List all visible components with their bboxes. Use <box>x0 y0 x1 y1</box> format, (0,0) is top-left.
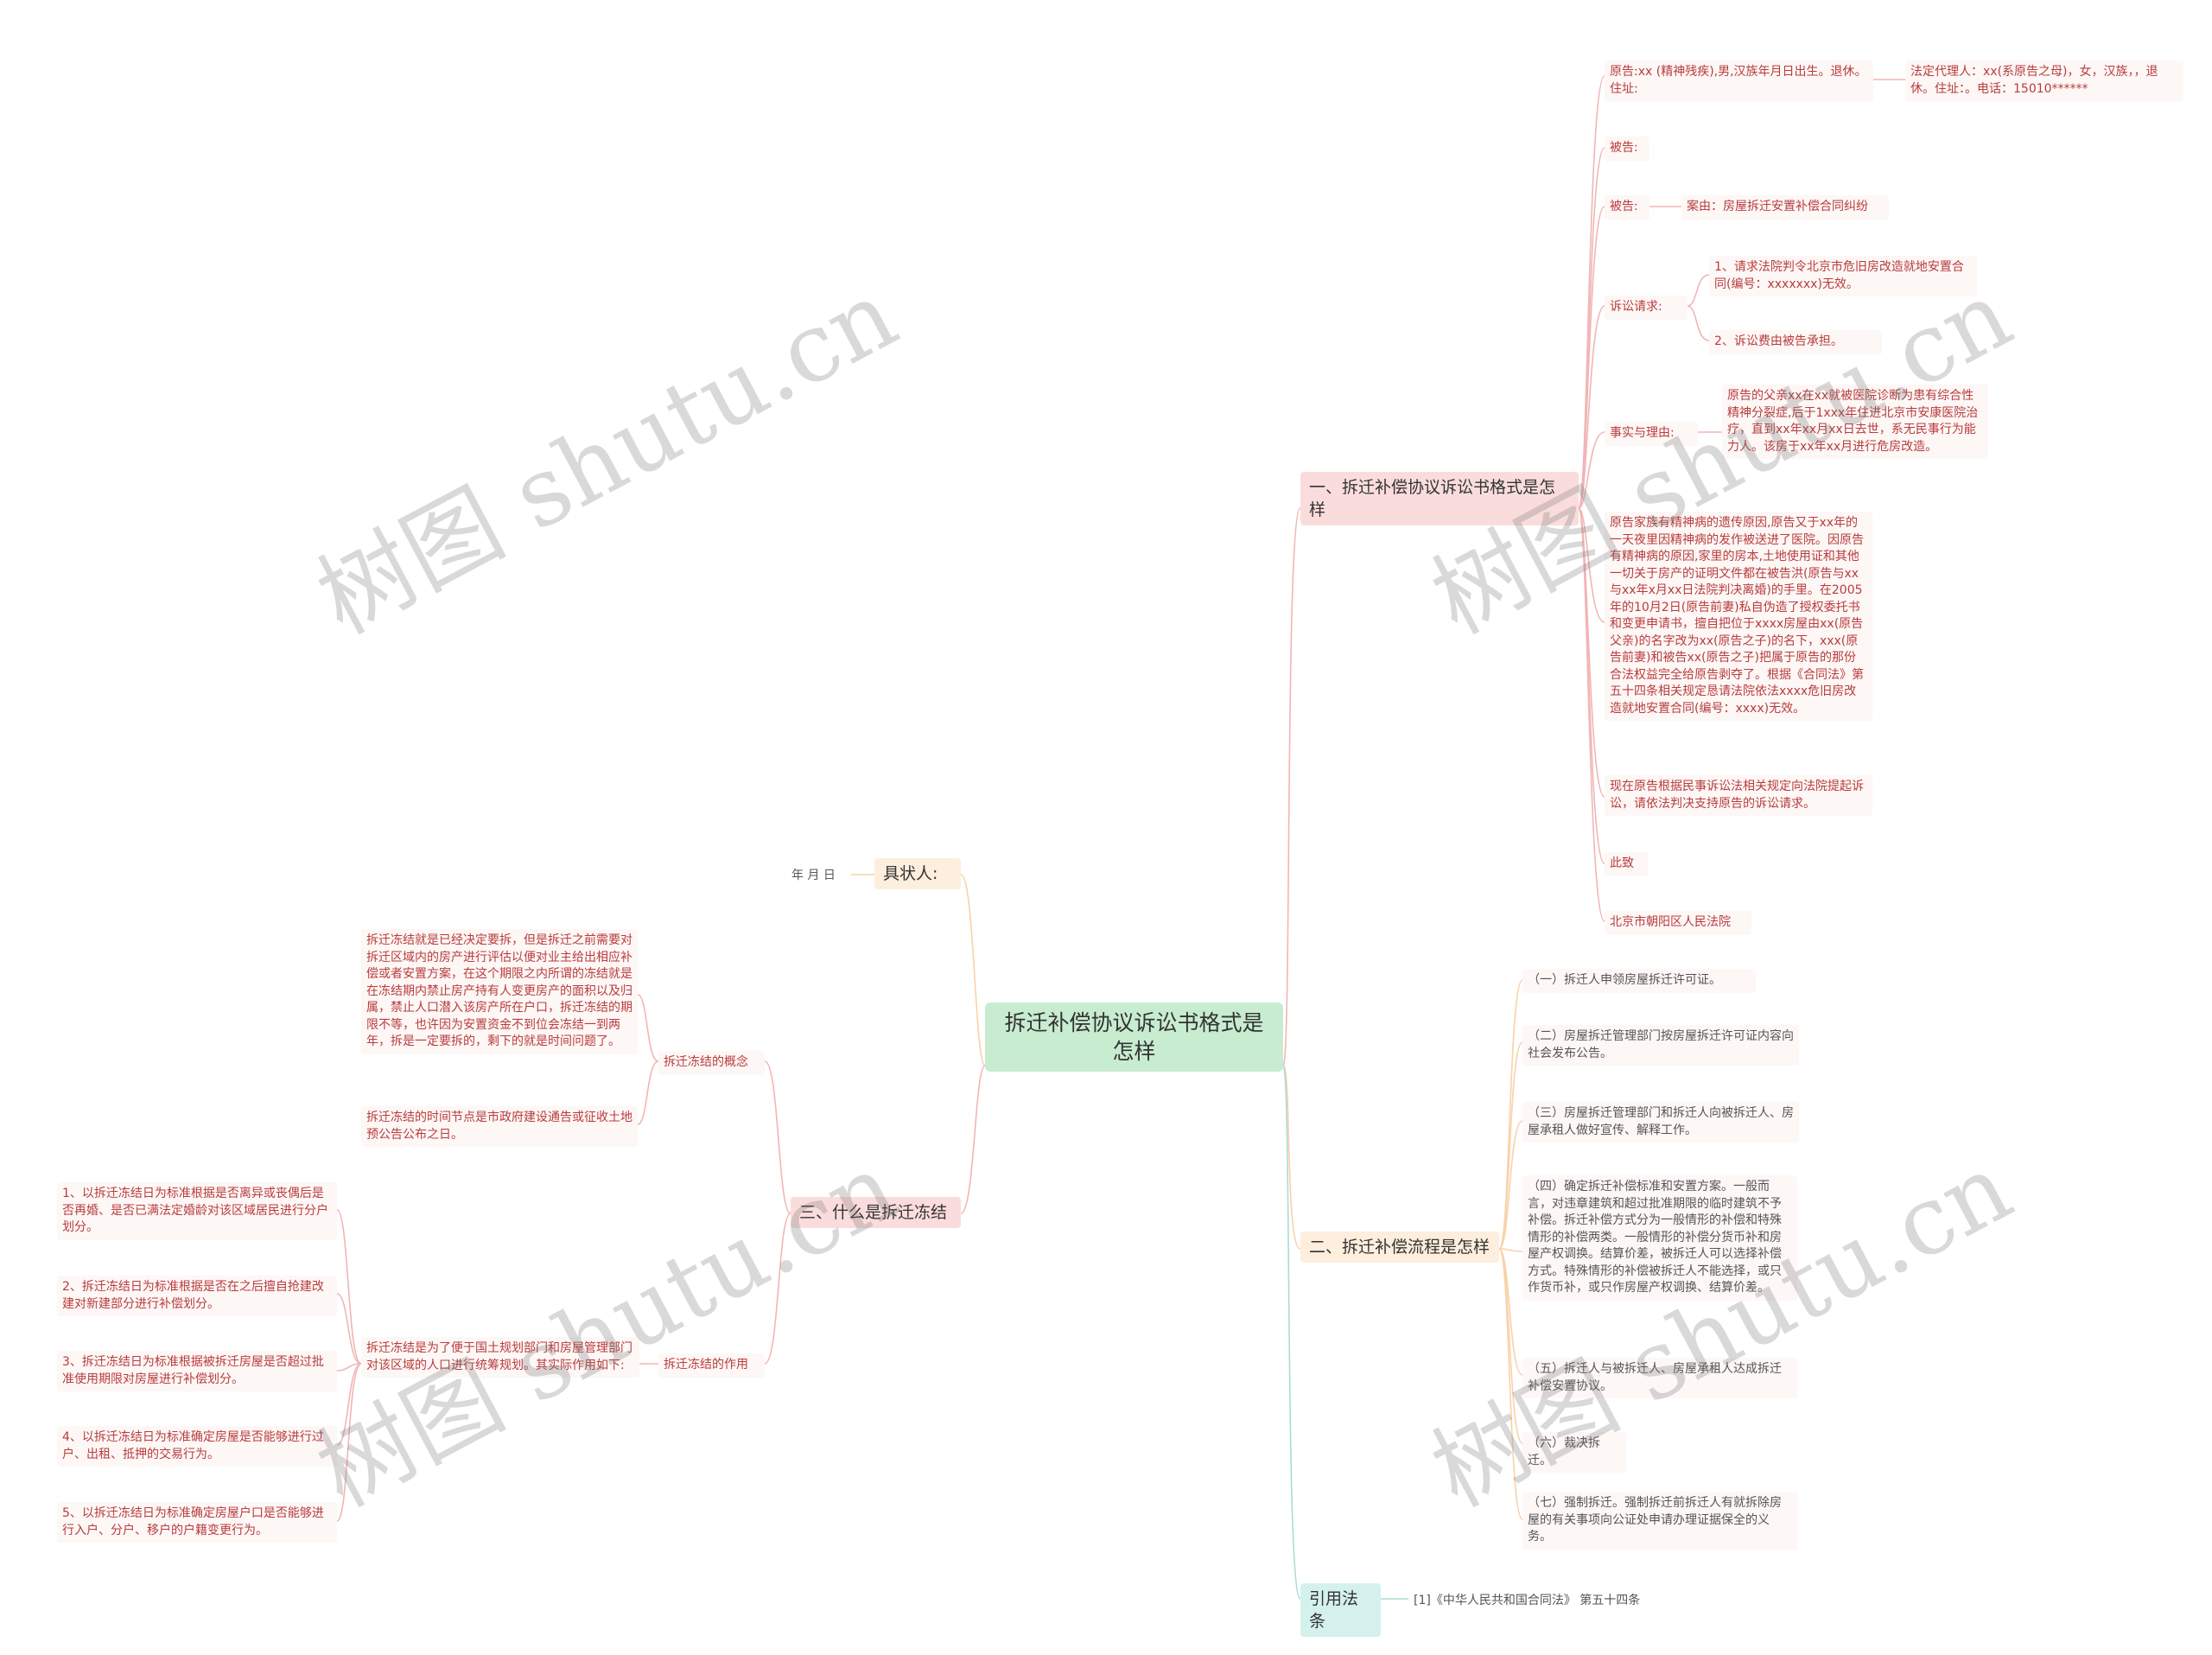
leaf-facts-label[interactable]: 事实与理由: <box>1605 422 1698 446</box>
branch-demolition-freeze-title: 三、什么是拆迁冻结 <box>799 1203 948 1222</box>
leaf-agent[interactable]: 法定代理人：xx(系原告之母)，女，汉族，，退休。住址：。电话：15010***… <box>1905 60 2183 101</box>
step-5-text: （五）拆迁人与被拆迁人、房屋承租人达成拆迁补偿安置协议。 <box>1528 1362 1782 1393</box>
leaf-long-facts-text: 原告家族有精神病的遗传原因,原告又于xx年的一天夜里因精神病的发作被送进了医院。… <box>1610 516 1864 716</box>
step-7-text: （七）强制拆迁。强制拆迁前拆迁人有就拆除房屋的有关事项向公证处申请办理证据保全的… <box>1528 1496 1782 1544</box>
leaf-facts[interactable]: 原告的父亲xx在xx就被医院诊断为患有综合性精神分裂症,后于1xxx年住进北京市… <box>1722 385 1988 459</box>
leaf-court-text: 北京市朝阳区人民法院 <box>1610 915 1731 929</box>
leaf-claim-2[interactable]: 2、诉讼费由被告承担。 <box>1709 330 1882 354</box>
leaf-claim-2-text: 2、诉讼费由被告承担。 <box>1714 334 1843 348</box>
step-1[interactable]: （一）拆迁人申领房屋拆迁许可证。 <box>1522 969 1756 993</box>
leaf-plaintiff[interactable]: 原告:xx (精神残疾),男,汉族年月日出生。退休。住址: <box>1605 60 1873 101</box>
leaf-defendant-2[interactable]: 被告: <box>1605 195 1649 220</box>
branch-compensation-process-title: 二、拆迁补偿流程是怎样 <box>1309 1238 1491 1257</box>
step-5[interactable]: （五）拆迁人与被拆迁人、房屋承租人达成拆迁补偿安置协议。 <box>1522 1358 1797 1398</box>
branch-petitioner-title: 具状人: <box>883 864 938 883</box>
leaf-freeze-effect-2[interactable]: 2、拆迁冻结日为标准根据是否在之后擅自抢建改建对新建部分进行补偿划分。 <box>57 1276 337 1316</box>
leaf-freeze-effect-4-text: 4、以拆迁冻结日为标准确定房屋是否能够进行过户、出租、抵押的交易行为。 <box>62 1430 324 1461</box>
branch-cited-law-title: 引用法条 <box>1309 1589 1359 1631</box>
leaf-salute-text: 此致 <box>1610 856 1634 870</box>
leaf-freeze-effect-2-text: 2、拆迁冻结日为标准根据是否在之后擅自抢建改建对新建部分进行补偿划分。 <box>62 1280 324 1311</box>
leaf-freeze-concept-label[interactable]: 拆迁冻结的概念 <box>658 1051 765 1075</box>
leaf-freeze-concept-1[interactable]: 拆迁冻结就是已经决定要拆，但是拆迁之前需要对拆迁区域内的房产进行评估以便对业主给… <box>361 929 638 1054</box>
leaf-cited-law[interactable]: [1]《中华人民共和国合同法》 第五十四条 <box>1408 1589 1676 1614</box>
leaf-case[interactable]: 案由：房屋拆迁安置补偿合同纠纷 <box>1681 195 1889 220</box>
leaf-defendant-1[interactable]: 被告: <box>1605 137 1649 161</box>
leaf-freeze-effect-5-text: 5、以拆迁冻结日为标准确定房屋户口是否能够进行入户、分户、移户的户籍变更行为。 <box>62 1506 324 1537</box>
leaf-court[interactable]: 北京市朝阳区人民法院 <box>1605 911 1751 935</box>
leaf-freeze-effect-1[interactable]: 1、以拆迁冻结日为标准根据是否离异或丧偶后是否再婚、是否已满法定婚龄对该区域居民… <box>57 1182 337 1240</box>
step-3-text: （三）房屋拆迁管理部门和拆迁人向被拆迁人、房屋承租人做好宣传、解释工作。 <box>1528 1106 1794 1137</box>
leaf-date-text: 年 月 日 <box>791 869 836 882</box>
leaf-agent-text: 法定代理人：xx(系原告之母)，女，汉族，，退休。住址：。电话：15010***… <box>1910 65 2158 96</box>
leaf-date[interactable]: 年 月 日 <box>786 864 851 888</box>
leaf-plaintiff-text: 原告:xx (精神残疾),男,汉族年月日出生。退休。住址: <box>1610 65 1867 96</box>
leaf-freeze-effect-3[interactable]: 3、拆迁冻结日为标准根据被拆迁房屋是否超过批准使用期限对房屋进行补偿划分。 <box>57 1351 337 1391</box>
branch-lawsuit-format[interactable]: 一、拆迁补偿协议诉讼书格式是怎样 <box>1300 472 1579 525</box>
leaf-claim-1-text: 1、请求法院判令北京市危旧房改造就地安置合同(编号：xxxxxxx)无效。 <box>1714 260 1964 291</box>
leaf-freeze-effect-4[interactable]: 4、以拆迁冻结日为标准确定房屋是否能够进行过户、出租、抵押的交易行为。 <box>57 1426 337 1467</box>
branch-compensation-process[interactable]: 二、拆迁补偿流程是怎样 <box>1300 1232 1499 1263</box>
leaf-freeze-effect-label-text: 拆迁冻结的作用 <box>664 1358 748 1372</box>
leaf-request[interactable]: 现在原告根据民事诉讼法相关规定向法院提起诉讼，请依法判决支持原告的诉讼请求。 <box>1605 775 1872 816</box>
leaf-freeze-concept-label-text: 拆迁冻结的概念 <box>664 1055 748 1069</box>
leaf-freeze-effect-5[interactable]: 5、以拆迁冻结日为标准确定房屋户口是否能够进行入户、分户、移户的户籍变更行为。 <box>57 1502 337 1543</box>
leaf-claims-label-text: 诉讼请求: <box>1610 300 1662 314</box>
leaf-freeze-effect-1-text: 1、以拆迁冻结日为标准根据是否离异或丧偶后是否再婚、是否已满法定婚龄对该区域居民… <box>62 1187 328 1234</box>
step-2[interactable]: （二）房屋拆迁管理部门按房屋拆迁许可证内容向社会发布公告。 <box>1522 1025 1799 1066</box>
leaf-claims-label[interactable]: 诉讼请求: <box>1605 296 1688 320</box>
step-6-text: （六）裁决拆迁。 <box>1528 1436 1600 1467</box>
leaf-case-text: 案由：房屋拆迁安置补偿合同纠纷 <box>1687 200 1868 213</box>
leaf-facts-text: 原告的父亲xx在xx就被医院诊断为患有综合性精神分裂症,后于1xxx年住进北京市… <box>1727 389 1979 454</box>
leaf-freeze-effect-3-text: 3、拆迁冻结日为标准根据被拆迁房屋是否超过批准使用期限对房屋进行补偿划分。 <box>62 1355 324 1386</box>
branch-petitioner[interactable]: 具状人: <box>874 858 961 889</box>
leaf-freeze-effect-label[interactable]: 拆迁冻结的作用 <box>658 1353 765 1378</box>
branch-lawsuit-format-title: 一、拆迁补偿协议诉讼书格式是怎样 <box>1309 478 1556 519</box>
step-4[interactable]: （四）确定拆迁补偿标准和安置方案。一般而言，对违章建筑和超过批准期限的临时建筑不… <box>1522 1175 1797 1301</box>
leaf-freeze-concept-1-text: 拆迁冻结就是已经决定要拆，但是拆迁之前需要对拆迁区域内的房产进行评估以便对业主给… <box>366 933 632 1048</box>
step-7[interactable]: （七）强制拆迁。强制拆迁前拆迁人有就拆除房屋的有关事项向公证处申请办理证据保全的… <box>1522 1492 1797 1550</box>
root-topic[interactable]: 拆迁补偿协议诉讼书格式是怎样 <box>985 1003 1283 1072</box>
step-6[interactable]: （六）裁决拆迁。 <box>1522 1432 1626 1473</box>
step-2-text: （二）房屋拆迁管理部门按房屋拆迁许可证内容向社会发布公告。 <box>1528 1029 1794 1060</box>
leaf-cited-law-text: [1]《中华人民共和国合同法》 第五十四条 <box>1414 1594 1641 1607</box>
step-4-text: （四）确定拆迁补偿标准和安置方案。一般而言，对违章建筑和超过批准期限的临时建筑不… <box>1528 1180 1782 1295</box>
leaf-freeze-effect-intro-text: 拆迁冻结是为了便于国土规划部门和房屋管理部门对该区域的人口进行统筹规划。其实际作… <box>366 1341 632 1372</box>
step-1-text: （一）拆迁人申领房屋拆迁许可证。 <box>1528 973 1721 987</box>
leaf-facts-label-text: 事实与理由: <box>1610 426 1675 440</box>
leaf-long-facts[interactable]: 原告家族有精神病的遗传原因,原告又于xx年的一天夜里因精神病的发作被送进了医院。… <box>1605 512 1872 721</box>
step-3[interactable]: （三）房屋拆迁管理部门和拆迁人向被拆迁人、房屋承租人做好宣传、解释工作。 <box>1522 1102 1799 1143</box>
branch-cited-law[interactable]: 引用法条 <box>1300 1583 1381 1637</box>
leaf-request-text: 现在原告根据民事诉讼法相关规定向法院提起诉讼，请依法判决支持原告的诉讼请求。 <box>1610 780 1864 811</box>
leaf-freeze-concept-2[interactable]: 拆迁冻结的时间节点是市政府建设通告或征收土地预公告公布之日。 <box>361 1106 638 1147</box>
branch-demolition-freeze[interactable]: 三、什么是拆迁冻结 <box>791 1197 961 1228</box>
leaf-salute[interactable]: 此致 <box>1605 852 1648 876</box>
leaf-defendant-2-text: 被告: <box>1610 200 1638 213</box>
leaf-defendant-1-text: 被告: <box>1610 141 1638 155</box>
leaf-claim-1[interactable]: 1、请求法院判令北京市危旧房改造就地安置合同(编号：xxxxxxx)无效。 <box>1709 256 1977 296</box>
leaf-freeze-effect-intro[interactable]: 拆迁冻结是为了便于国土规划部门和房屋管理部门对该区域的人口进行统筹规划。其实际作… <box>361 1337 639 1378</box>
leaf-freeze-concept-2-text: 拆迁冻结的时间节点是市政府建设通告或征收土地预公告公布之日。 <box>366 1111 632 1142</box>
root-title: 拆迁补偿协议诉讼书格式是怎样 <box>1004 1010 1264 1064</box>
